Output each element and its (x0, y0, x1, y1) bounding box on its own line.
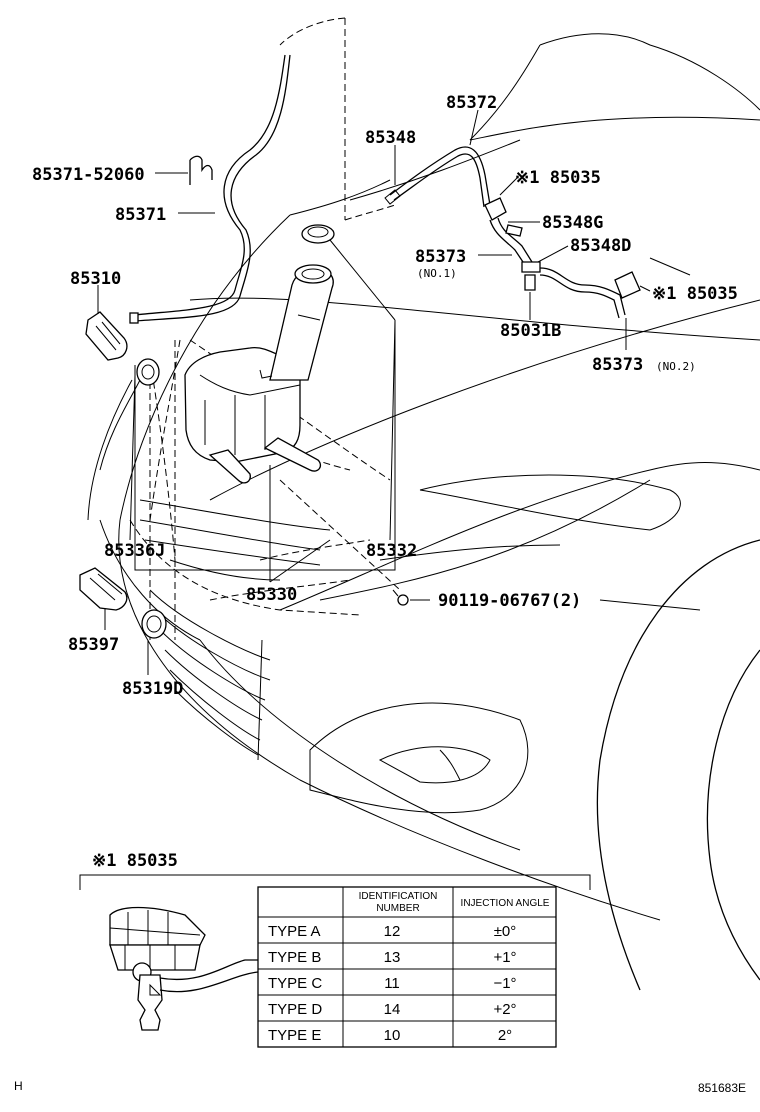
tank-cap-85332 (301, 224, 335, 244)
part-labels: 85371-52060 85371 85310 85348 85372 ※1 8… (32, 93, 738, 699)
label-85310: 85310 (70, 269, 121, 289)
label-85336J: 85336J (104, 541, 165, 561)
label-85348: 85348 (365, 128, 416, 148)
label-85371-52060: 85371-52060 (32, 165, 145, 185)
row-c-angle: −1° (493, 975, 516, 992)
car-body-outline (87, 17, 760, 991)
row-e-id: 10 (384, 1027, 401, 1044)
row-a-type: TYPE A (268, 923, 321, 940)
label-85330: 85330 (246, 585, 297, 605)
label-85373-no2-sub: (NO.2) (656, 360, 696, 373)
label-85319D: 85319D (122, 679, 183, 699)
pump-motor-85310 (85, 311, 128, 361)
row-a-id: 12 (384, 923, 401, 940)
nozzle-detail-drawing (109, 906, 259, 1031)
grommet-85336J (136, 358, 160, 386)
label-85035-top: ※1 85035 (515, 168, 601, 188)
label-90119-06767: 90119-06767(2) (438, 591, 581, 611)
row-b-angle: +1° (493, 949, 516, 966)
label-85332: 85332 (366, 541, 417, 561)
row-e-angle: 2° (498, 1027, 512, 1044)
row-e-type: TYPE E (268, 1027, 321, 1044)
footer-diagram-number: 851683E (698, 1081, 746, 1095)
row-d-type: TYPE D (268, 1001, 322, 1018)
label-85373-no2: 85373 (592, 355, 643, 375)
label-85348D: 85348D (570, 236, 631, 256)
hose-clip-85371-52060 (189, 155, 213, 185)
label-85371: 85371 (115, 205, 166, 225)
leader-lines (97, 109, 701, 675)
row-a-angle: ±0° (494, 923, 517, 940)
reservoir-frame (134, 239, 396, 571)
pump-motor-85397 (79, 567, 128, 611)
row-b-id: 13 (384, 949, 401, 966)
footer-left-code: H (14, 1079, 23, 1093)
row-d-angle: +2° (493, 1001, 516, 1018)
label-85372: 85372 (446, 93, 497, 113)
row-c-type: TYPE C (268, 975, 322, 992)
label-85373-no1: 85373 (415, 247, 466, 267)
washer-hose-85371 (129, 54, 291, 324)
washer-tank-85330 (184, 264, 334, 484)
label-85031B: 85031B (500, 321, 561, 341)
bolt-90119-06767 (392, 589, 409, 606)
label-85397: 85397 (68, 635, 119, 655)
header-injection-angle: INJECTION ANGLE (461, 898, 550, 909)
label-85373-no1-sub: (NO.1) (417, 267, 457, 280)
label-85348G: 85348G (542, 213, 603, 233)
nozzle-hose-assembly (384, 146, 641, 319)
grommet-85319D (141, 609, 167, 639)
detail-title: ※1 85035 (92, 851, 178, 871)
row-b-type: TYPE B (268, 949, 321, 966)
row-d-id: 14 (384, 1001, 401, 1018)
label-85035-right: ※1 85035 (652, 284, 738, 304)
row-c-id: 11 (384, 975, 400, 992)
